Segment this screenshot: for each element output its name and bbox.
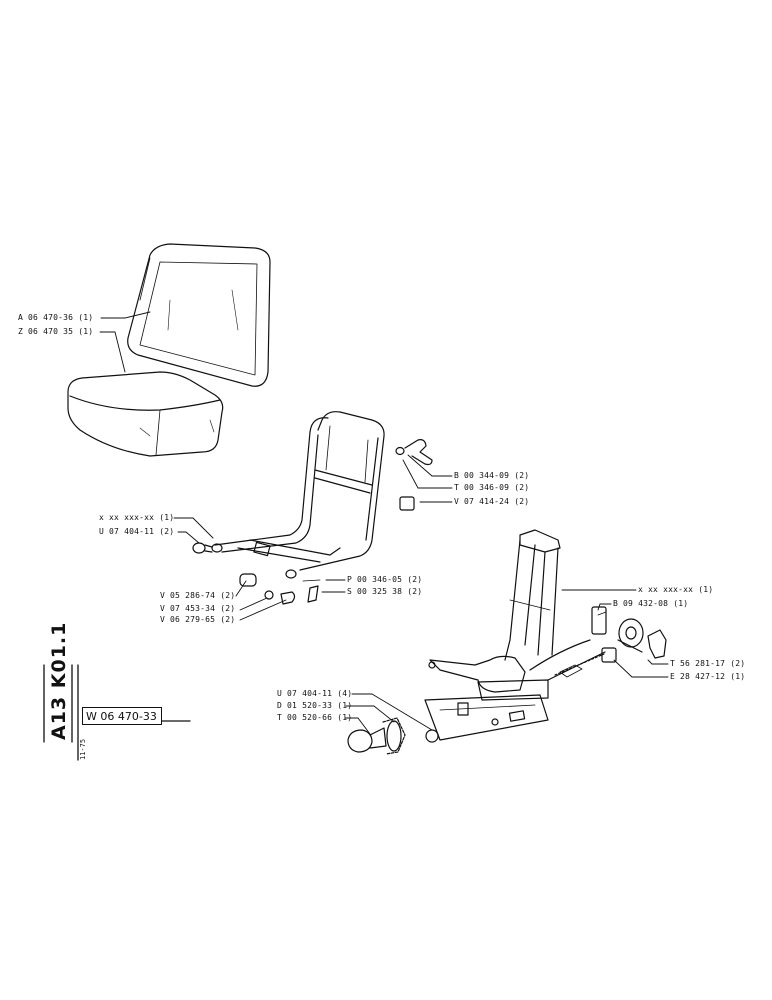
- group-code: A13 K01.1: [48, 621, 70, 740]
- sheet-date: 11-75: [79, 738, 87, 760]
- callout-plug-four: U 07 404-11 (4): [277, 689, 353, 698]
- callout-knob-t: T 00 520-66 (1): [277, 713, 353, 722]
- cushion-leaders: [99, 311, 151, 373]
- frame-fasteners: [192, 439, 433, 605]
- callout-pin-p: P 00 346-05 (2): [347, 575, 423, 584]
- suspension-leaders: [561, 589, 669, 678]
- knob-leaders: [344, 693, 433, 735]
- callout-star-knob: D 01 520-33 (1): [277, 701, 353, 710]
- callout-reel: B 09 432-08 (1): [613, 599, 689, 608]
- suspension-mechanism: [424, 529, 617, 741]
- knobs: [347, 717, 439, 755]
- callout-rubber-block: V 07 414-24 (2): [454, 497, 530, 506]
- reel-assembly: [591, 606, 667, 659]
- callout-frame-xx: x xx xxx-xx (1): [99, 513, 175, 522]
- callout-suspension-xx: x xx xxx-xx (1): [638, 585, 714, 594]
- callout-washer-top: T 00 346-09 (2): [454, 483, 530, 492]
- callout-frame-plug: U 07 404-11 (2): [99, 527, 175, 536]
- seat-frame: [211, 411, 385, 579]
- callout-knob-v06: V 06 279-65 (2): [160, 615, 236, 624]
- callout-washer-v07: V 07 453-34 (2): [160, 604, 236, 613]
- callout-seat-cushion: Z 06 470 35 (1): [18, 327, 94, 336]
- callout-wing-nut: B 00 344-09 (2): [454, 471, 530, 480]
- backrest-cushion: [127, 243, 271, 387]
- drawing-number: W 06 470-33: [82, 707, 162, 725]
- seat-cushion: [67, 371, 224, 457]
- callout-bushing-v05: V 05 286-74 (2): [160, 591, 236, 600]
- callout-spindle: E 28 427-12 (1): [670, 672, 746, 681]
- title-block: [43, 664, 191, 761]
- callout-clip: T 56 281-17 (2): [670, 659, 746, 668]
- callout-backrest: A 06 470-36 (1): [18, 313, 94, 322]
- callout-screw-s: S 00 325 38 (2): [347, 587, 423, 596]
- frame-leaders: [173, 454, 453, 621]
